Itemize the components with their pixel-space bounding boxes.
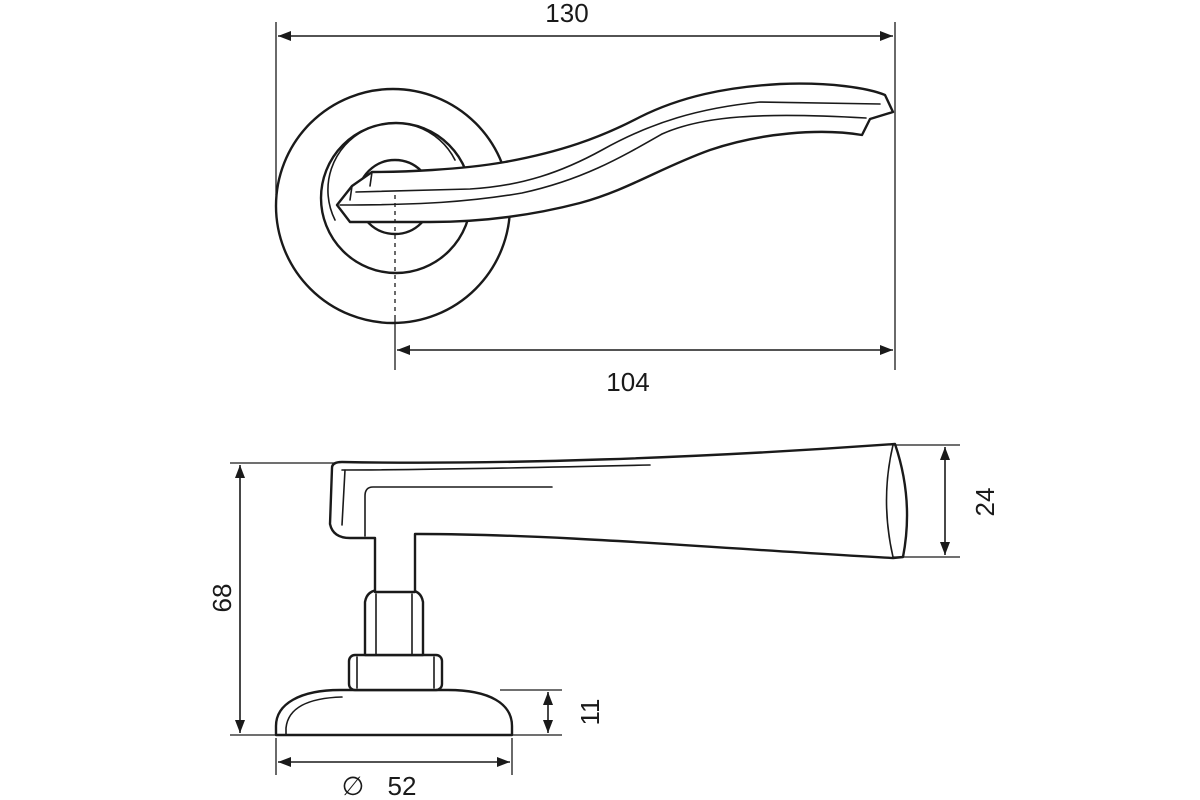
label-rosette-height: 11	[575, 699, 605, 726]
top-view	[274, 82, 895, 325]
diameter-icon: ∅	[342, 771, 365, 800]
dimension-rosette-diameter: ∅ 52	[275, 738, 513, 800]
lever-side-bracket-line	[341, 469, 346, 526]
label-lever-length: 104	[606, 367, 649, 397]
collar-detail	[356, 656, 435, 689]
label-overall-length: 130	[545, 0, 588, 28]
collar	[347, 653, 444, 692]
lever-side-inner-line	[364, 486, 553, 537]
rosette-base-highlight	[285, 696, 343, 736]
rosette-base	[274, 688, 514, 737]
lever-side-end-face	[885, 444, 894, 558]
rosette-inner-ring	[327, 122, 456, 221]
dimension-total-height: 68	[207, 462, 335, 736]
lever-top-highlight-2	[339, 114, 867, 206]
dimension-lever-height: 24	[893, 444, 1000, 558]
side-view	[274, 442, 909, 737]
dimension-rosette-height: 11	[500, 689, 605, 736]
label-lever-height: 24	[970, 488, 1000, 517]
label-total-height: 68	[207, 584, 237, 613]
lever-top-highlight-1	[355, 101, 881, 193]
lever-top-end-cut	[349, 171, 373, 201]
dimension-lever-length: 104	[394, 318, 893, 397]
neck-detail	[375, 593, 413, 656]
lever-top-outline	[335, 82, 895, 224]
lever-side-top-line	[341, 464, 651, 471]
neck	[363, 588, 425, 657]
lever-side-outline	[328, 442, 909, 594]
label-rosette-diameter: 52	[388, 771, 417, 800]
dimension-overall-length: 130	[275, 0, 896, 370]
